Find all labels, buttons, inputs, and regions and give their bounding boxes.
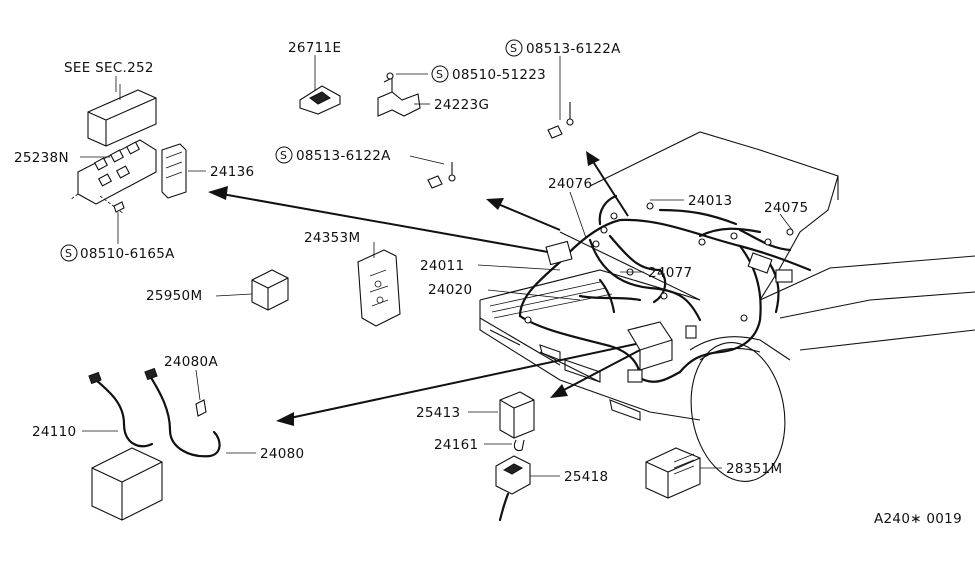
leader-arrows [208, 151, 641, 426]
screw-marker-letter: S [280, 149, 287, 162]
clip-24161 [513, 439, 525, 452]
connector-25418 [495, 455, 531, 522]
screw-marker-letter: S [65, 247, 72, 260]
label-24020: 24020 [428, 282, 472, 298]
screw-marker-letter: S [510, 42, 517, 55]
label-24075: 24075 [764, 200, 808, 216]
label-08513-6122a-top: 08513-6122A [526, 41, 621, 57]
reference-code: A240∗ 0019 [874, 511, 962, 527]
part-labels: SEE SEC.252 25238N 24136 S 08510-6165A 2… [14, 39, 962, 527]
label-25413: 25413 [416, 405, 460, 421]
battery-cables [88, 367, 221, 458]
label-24080a: 24080A [164, 354, 218, 370]
label-08510-6165a: 08510-6165A [80, 246, 175, 262]
screw-small-left [113, 201, 125, 213]
label-24013: 24013 [688, 193, 732, 209]
label-leader-lines [80, 55, 793, 477]
label-24110: 24110 [32, 424, 76, 440]
label-24080: 24080 [260, 446, 304, 462]
label-08510-51223: 08510-51223 [452, 67, 546, 83]
label-24136: 24136 [210, 164, 254, 180]
fuse-block-cover [87, 84, 157, 147]
battery [91, 447, 163, 521]
relay-25413 [499, 391, 535, 439]
screw-marker-icon [505, 39, 523, 57]
label-25950m: 25950M [146, 288, 202, 304]
label-26711e: 26711E [288, 40, 341, 56]
label-08513-6122a-mid: 08513-6122A [296, 148, 391, 164]
control-unit-28351m [645, 447, 701, 499]
label-28351m: 28351M [726, 461, 782, 477]
bracket-24353m [357, 249, 401, 327]
fuse-bracket [161, 143, 187, 199]
label-24011: 24011 [420, 258, 464, 274]
label-24161: 24161 [434, 437, 478, 453]
label-25238n: 25238N [14, 150, 69, 166]
screw-marker-icon [60, 244, 78, 262]
label-24076: 24076 [548, 176, 592, 192]
engine-room-harness [518, 194, 812, 383]
fuse-holder [69, 139, 157, 215]
label-24223g: 24223G [434, 97, 489, 113]
screw-marker-icon [431, 65, 449, 83]
screw-marker-icon [275, 146, 293, 164]
screw-marker-letter: S [436, 68, 443, 81]
label-24077: 24077 [648, 265, 692, 281]
harness-clip-top [299, 85, 341, 115]
connector-25950m [251, 269, 289, 311]
bracket-24223g [377, 72, 421, 117]
bolts-top [427, 102, 574, 189]
label-24353m: 24353M [304, 230, 360, 246]
label-25418: 25418 [564, 469, 608, 485]
label-see-sec: SEE SEC.252 [64, 60, 154, 76]
